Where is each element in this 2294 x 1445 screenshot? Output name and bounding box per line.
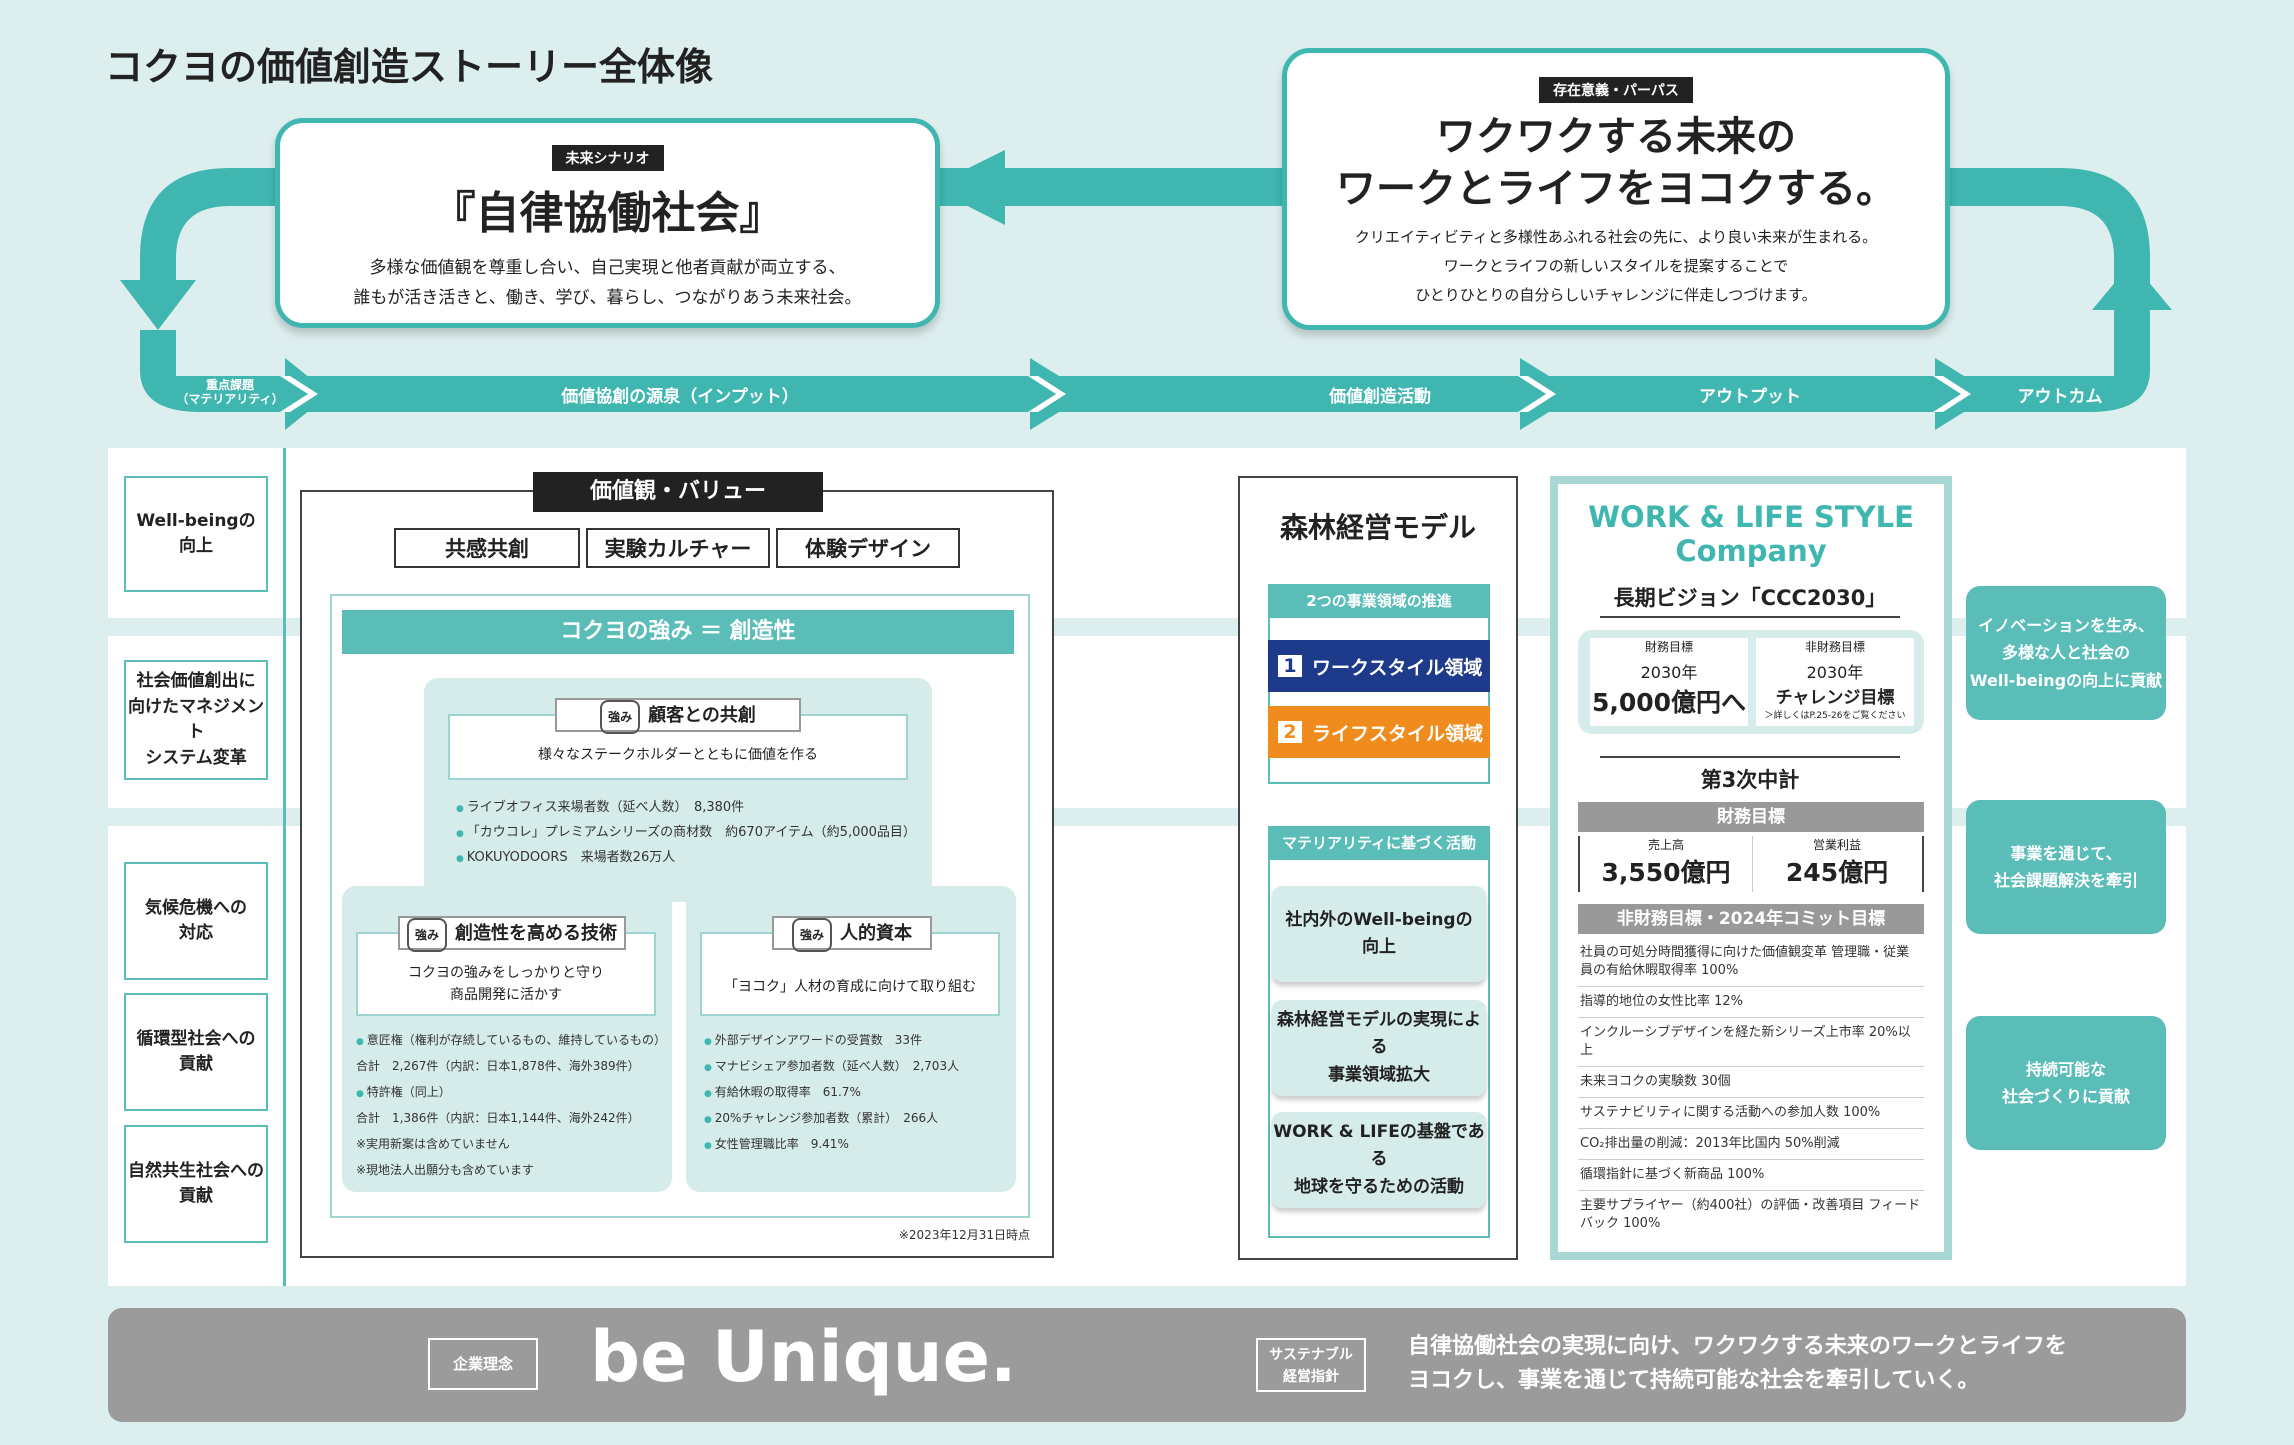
column-divider (283, 448, 286, 1286)
strength-cocreation-desc: 様々なステークホルダーとともに価値を作る (538, 747, 818, 763)
purpose-card: 存在意義・パーパス ワクワクする未来のワークとライフをヨコクする。 クリエイティ… (1282, 48, 1950, 330)
value-empathy: 共感共創 (394, 528, 580, 568)
strength-technology-desc: コクヨの強みをしっかりと守り商品開発に活かす (408, 965, 604, 1003)
strength-badge: 強み (600, 700, 641, 734)
outcome-social-issues: 事業を通じて、社会課題解決を牽引 (1966, 800, 2166, 934)
financial-targets: 売上高 3,550億円 営業利益 245億円 (1578, 836, 1924, 892)
sales-target: 3,550億円 (1601, 858, 1731, 887)
materiality-activities-header: マテリアリティに基づく活動 (1268, 826, 1490, 860)
flow-label-outcome: アウトカム (2017, 387, 2103, 407)
values-note: ※2023年12月31日時点 (898, 1228, 1030, 1242)
flow-label-activity: 価値創造活動 (1329, 387, 1431, 407)
materiality-management: 社会価値創出に向けたマネジメントシステム変革 (124, 660, 268, 780)
materiality-nature: 自然共生社会への貢献 (124, 1125, 268, 1243)
company-panel (1550, 476, 1952, 1260)
nonfinancial-target-2030: 非財務目標 2030年 チャレンジ目標 ＞詳しくはP.25-26をご覧ください (1756, 638, 1914, 726)
up-arrow-icon (2092, 262, 2172, 310)
down-arrow-icon (120, 280, 196, 330)
materiality-climate: 気候危機への対応 (124, 862, 268, 980)
purpose-tag: 存在意義・パーパス (1539, 77, 1693, 103)
strength-human-capital-title: 強み人的資本 (772, 916, 932, 952)
scenario-heading: 『自律協働社会』 (431, 188, 784, 239)
activity-wellbeing: 社内外のWell-beingの向上 (1272, 886, 1486, 982)
strength-header: コクヨの強み ＝ 創造性 (342, 610, 1014, 654)
sustainable-guideline: 自律協働社会の実現に向け、ワクワクする未来のワークとライフをヨコクし、事業を通じ… (1408, 1334, 2067, 1393)
future-scenario-card: 未来シナリオ 『自律協働社会』 多様な価値観を尊重し合い、自己実現と他者貢献が両… (275, 118, 940, 328)
strength-cocreation-title: 強み顧客との共創 (555, 698, 801, 734)
purpose-heading: ワクワクする未来のワークとライフをヨコクする。 (1336, 114, 1896, 212)
philosophy-label: 企業理念 (428, 1338, 538, 1390)
strength-technology-list: 意匠権（権利が存続しているもの、維持しているもの） 合計 2,267件（内訳：日… (356, 1028, 668, 1184)
flow-label-input: 価値協創の源泉（インプット） (561, 387, 799, 407)
scenario-description: 多様な価値観を尊重し合い、自己実現と他者貢献が両立する、誰もが活き活きと、働き、… (353, 258, 862, 308)
guideline-label: サステナブル経営指針 (1256, 1338, 1366, 1392)
flow-label-output: アウトプット (1699, 387, 1801, 407)
outcome-sustainable-society: 持続可能な社会づくりに貢献 (1966, 1016, 2166, 1150)
page-title: コクヨの価値創造ストーリー全体像 (105, 45, 714, 89)
scenario-tag: 未来シナリオ (551, 145, 664, 171)
strength-technology-title: 強み創造性を高める技術 (398, 916, 626, 952)
materiality-wellbeing: Well-beingの向上 (124, 476, 268, 592)
values-header: 価値観・バリュー (533, 472, 823, 512)
nonfinancial-targets-list: 社員の可処分時間獲得に向けた価値観変革 管理職・従業員の有給休暇取得率 100%… (1578, 938, 1924, 1239)
strength-cocreation-list: ライブオフィス来場者数（延べ人数） 8,380件 「カウコレ」プレミアムシリーズ… (456, 796, 926, 871)
value-design: 体験デザイン (776, 528, 960, 568)
nonfinancial-target-header: 非財務目標・2024年コミット目標 (1578, 904, 1924, 934)
business-domains-header: 2つの事業領域の推進 (1268, 584, 1490, 618)
operating-profit-target: 245億円 (1785, 858, 1889, 887)
strength-human-capital-desc: 「ヨコク」人材の育成に向けて取り組む (724, 979, 976, 995)
footer-bar (108, 1308, 2186, 1422)
activity-earth-protection: WORK & LIFEの基盤である地球を守るための活動 (1272, 1112, 1486, 1208)
forest-model-title: 森林経営モデル (1279, 511, 1476, 544)
financial-target-2030: 財務目標 2030年 5,000億円へ (1590, 638, 1748, 726)
long-term-vision: 長期ビジョン「CCC2030」 (1600, 582, 1900, 618)
value-experiment: 実験カルチャー (586, 528, 770, 568)
mid-term-plan: 第3次中計 (1600, 756, 1900, 794)
materiality-circular: 循環型社会への貢献 (124, 993, 268, 1111)
left-arrow-icon (930, 150, 1005, 225)
corporate-philosophy: be Unique. (590, 1316, 1017, 1398)
chevron-right-icon (285, 358, 330, 430)
purpose-description: クリエイティビティと多様性あふれる社会の先に、より良い未来が生まれる。ワークとラ… (1354, 228, 1878, 304)
strength-human-capital-list: 外部デザインアワードの受賞数 33件 マナビシェア参加者数（延べ人数） 2,70… (704, 1028, 1016, 1158)
flow-label-materiality: 重点課題（マテリアリティ） (176, 378, 284, 406)
activity-domain-expansion: 森林経営モデルの実現による事業領域拡大 (1272, 1000, 1486, 1096)
financial-target-header: 財務目標 (1578, 802, 1924, 832)
